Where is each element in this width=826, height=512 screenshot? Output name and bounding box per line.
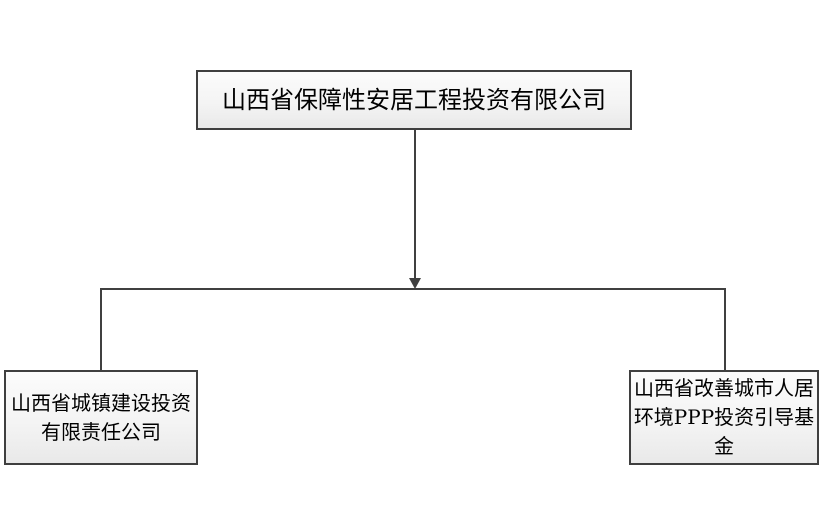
- org-node-right-child-label: 山西省改善城市人居 环境PPP投资引导基金: [633, 376, 815, 458]
- connector-vertical-left-child: [100, 288, 102, 370]
- org-node-left-child-label: 山西省城镇建设投资 有限责任公司: [11, 390, 191, 444]
- connector-vertical-root: [414, 130, 416, 279]
- arrow-down-icon: [409, 278, 421, 289]
- org-node-root-label: 山西省保障性安居工程投资有限公司: [222, 86, 606, 114]
- org-node-left-child: 山西省城镇建设投资 有限责任公司: [4, 370, 198, 465]
- connector-horizontal-branch: [100, 288, 726, 290]
- org-node-right-child: 山西省改善城市人居 环境PPP投资引导基金: [629, 370, 819, 465]
- connector-vertical-right-child: [724, 288, 726, 370]
- org-node-root: 山西省保障性安居工程投资有限公司: [196, 70, 632, 130]
